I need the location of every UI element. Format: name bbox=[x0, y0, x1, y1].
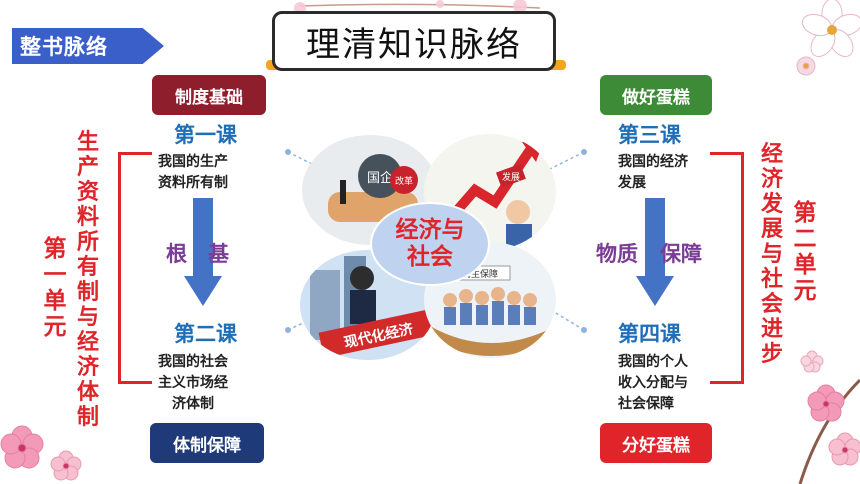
lesson-two-desc-line1: 我国的社会 bbox=[158, 354, 228, 370]
lesson-three-title: 第三课 bbox=[618, 123, 681, 147]
unit-two-subject: 经济发展与社会进步 bbox=[760, 142, 783, 367]
lesson-four-desc-line3: 社会保障 bbox=[618, 396, 674, 412]
center-collage: 国企 改革 发展 现代化经济 bbox=[300, 134, 556, 360]
arrow-word-material: 物质 bbox=[596, 242, 638, 266]
lesson-four-title: 第四课 bbox=[618, 322, 681, 346]
pill-system-guarantee: 体制保障 bbox=[150, 423, 264, 463]
arrow-down-icon-right bbox=[636, 198, 674, 306]
center-topic: 经济与 社会 bbox=[370, 202, 490, 286]
pill-make-cake: 做好蛋糕 bbox=[600, 75, 712, 115]
left-bracket bbox=[118, 152, 152, 384]
lesson-one-desc-line2: 资料所有制 bbox=[158, 175, 228, 191]
lesson-two-desc: 我国的社会 主义市场经 济体制 bbox=[158, 352, 228, 415]
pill-institutional-basis: 制度基础 bbox=[152, 75, 266, 115]
collage-sign-development: 发展 bbox=[502, 171, 520, 183]
lesson-four-desc: 我国的个人 收入分配与 社会保障 bbox=[618, 352, 688, 415]
lesson-one-desc-line1: 我国的生产 bbox=[158, 154, 228, 170]
cherry-blossom-icon-bottom-left bbox=[0, 425, 82, 481]
collage-sign-state-enterprise: 国企 bbox=[367, 170, 393, 186]
page-title: 理清知识脉络 bbox=[272, 11, 556, 71]
lesson-four-desc-line1: 我国的个人 bbox=[618, 354, 688, 370]
arrow-word-root: 根 bbox=[166, 242, 187, 266]
cherry-blossom-icon-top-right bbox=[801, 0, 860, 57]
arrow-word-base: 基 bbox=[208, 242, 229, 266]
center-topic-line2: 社会 bbox=[407, 244, 453, 270]
lesson-two-desc-line2: 主义市场经 bbox=[158, 375, 228, 391]
lesson-two-title: 第二课 bbox=[174, 322, 237, 346]
lesson-three-desc-line1: 我国的经济 bbox=[618, 154, 688, 170]
right-bracket bbox=[710, 152, 744, 384]
lesson-four-desc-line2: 收入分配与 bbox=[618, 375, 688, 391]
unit-two-label: 第二单元 bbox=[793, 200, 817, 304]
collage-panel-livelihood: 民生保障 bbox=[424, 242, 556, 358]
cherry-blossom-icon-bottom-right bbox=[798, 350, 860, 484]
collage-sign-reform: 改革 bbox=[395, 175, 413, 187]
lesson-three-desc: 我国的经济 发展 bbox=[618, 152, 688, 194]
unit-one-subject: 生产资料所有制与经济体制 bbox=[76, 130, 99, 430]
unit-one-label: 第一单元 bbox=[43, 236, 67, 340]
arrow-down-icon-left bbox=[184, 198, 222, 306]
lesson-one-desc: 我国的生产 资料所有制 bbox=[158, 152, 228, 194]
lesson-two-desc-line3: 济体制 bbox=[172, 396, 214, 412]
lesson-one-title: 第一课 bbox=[174, 123, 237, 147]
section-tag: 整书脉络 bbox=[12, 28, 164, 64]
lesson-three-desc-line2: 发展 bbox=[618, 175, 646, 191]
center-topic-line1: 经济与 bbox=[395, 217, 465, 243]
arrow-word-guarantee: 保障 bbox=[660, 242, 702, 266]
pill-share-cake: 分好蛋糕 bbox=[600, 423, 712, 463]
